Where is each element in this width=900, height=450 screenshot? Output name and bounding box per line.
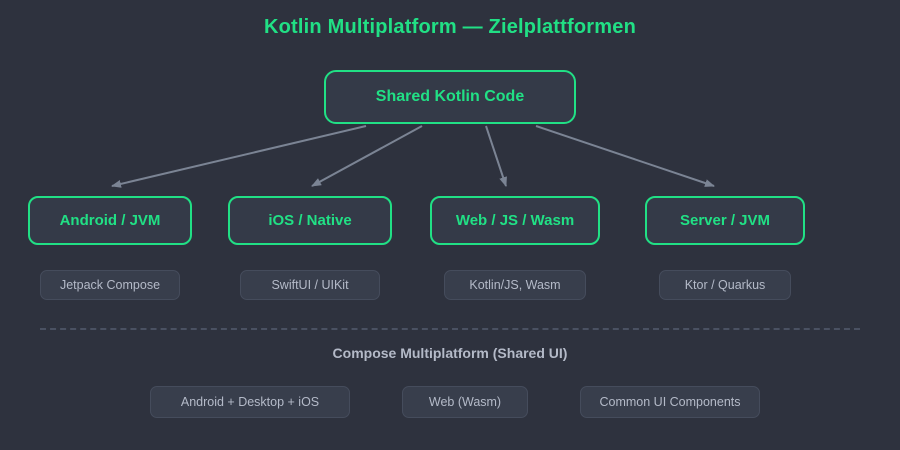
node-web-js-wasm[interactable]: Web / JS / Wasm: [430, 196, 600, 245]
node-ios-native[interactable]: iOS / Native: [228, 196, 392, 245]
arrow-to-web: [485, 125, 507, 187]
section-divider: [40, 328, 860, 330]
node-label: Android / JVM: [59, 212, 161, 229]
chip-android-desktop-ios[interactable]: Android + Desktop + iOS: [150, 386, 350, 418]
chip-web-wasm[interactable]: Web (Wasm): [402, 386, 528, 418]
arrow-to-server: [535, 125, 715, 187]
node-label: Server / JVM: [679, 212, 771, 229]
chip-swiftui-uikit[interactable]: SwiftUI / UIKit: [240, 270, 380, 300]
node-android-jvm[interactable]: Android / JVM: [28, 196, 192, 245]
node-label: Web / JS / Wasm: [455, 212, 575, 229]
compose-section-title: Compose Multiplatform (Shared UI): [332, 345, 568, 361]
chip-kotlinjs-wasm[interactable]: Kotlin/JS, Wasm: [444, 270, 586, 300]
chip-ktor-quarkus[interactable]: Ktor / Quarkus: [659, 270, 791, 300]
node-server-jvm[interactable]: Server / JVM: [645, 196, 805, 245]
chip-jetpack-compose[interactable]: Jetpack Compose: [40, 270, 180, 300]
node-label: iOS / Native: [268, 212, 352, 229]
node-label: Shared Kotlin Code: [375, 88, 525, 105]
page-title: Kotlin Multiplatform — Zielplattformen: [263, 16, 637, 38]
arrow-to-android: [111, 125, 367, 188]
arrow-to-ios: [311, 125, 423, 187]
node-shared-kotlin-code[interactable]: Shared Kotlin Code: [324, 70, 576, 124]
chip-common-ui-components[interactable]: Common UI Components: [580, 386, 760, 418]
